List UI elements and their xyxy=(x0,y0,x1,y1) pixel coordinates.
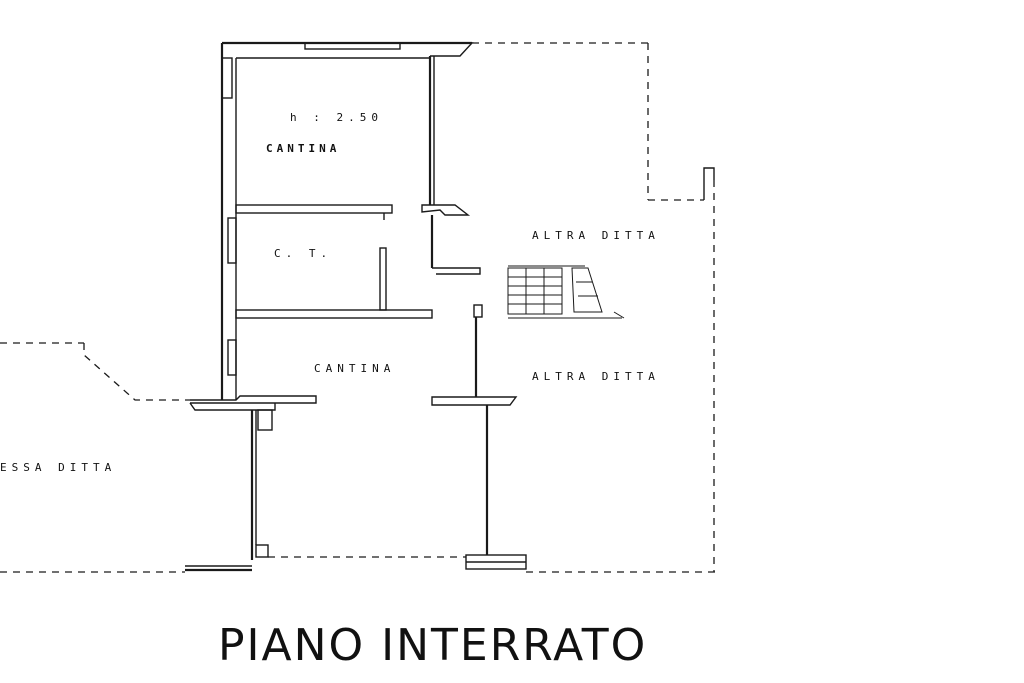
room-label-cantina-lower: CANTINA xyxy=(314,362,395,375)
room-label-altra-ditta-lower: ALTRA DITTA xyxy=(532,370,660,383)
property-boundaries xyxy=(0,42,716,573)
plan-title: PIANO INTERRATO xyxy=(218,620,647,671)
outer-walls xyxy=(220,41,474,400)
room-label-ct: C. T. xyxy=(274,247,332,260)
height-note: h : 2.50 xyxy=(290,111,383,124)
room-label-cantina-upper: CANTINA xyxy=(266,142,340,155)
room-label-altra-ditta-upper: ALTRA DITTA xyxy=(532,229,660,242)
room-label-stessa-ditta: ESSA DITTA xyxy=(0,461,116,474)
stair-block xyxy=(507,265,625,319)
partition-walls xyxy=(185,204,527,572)
